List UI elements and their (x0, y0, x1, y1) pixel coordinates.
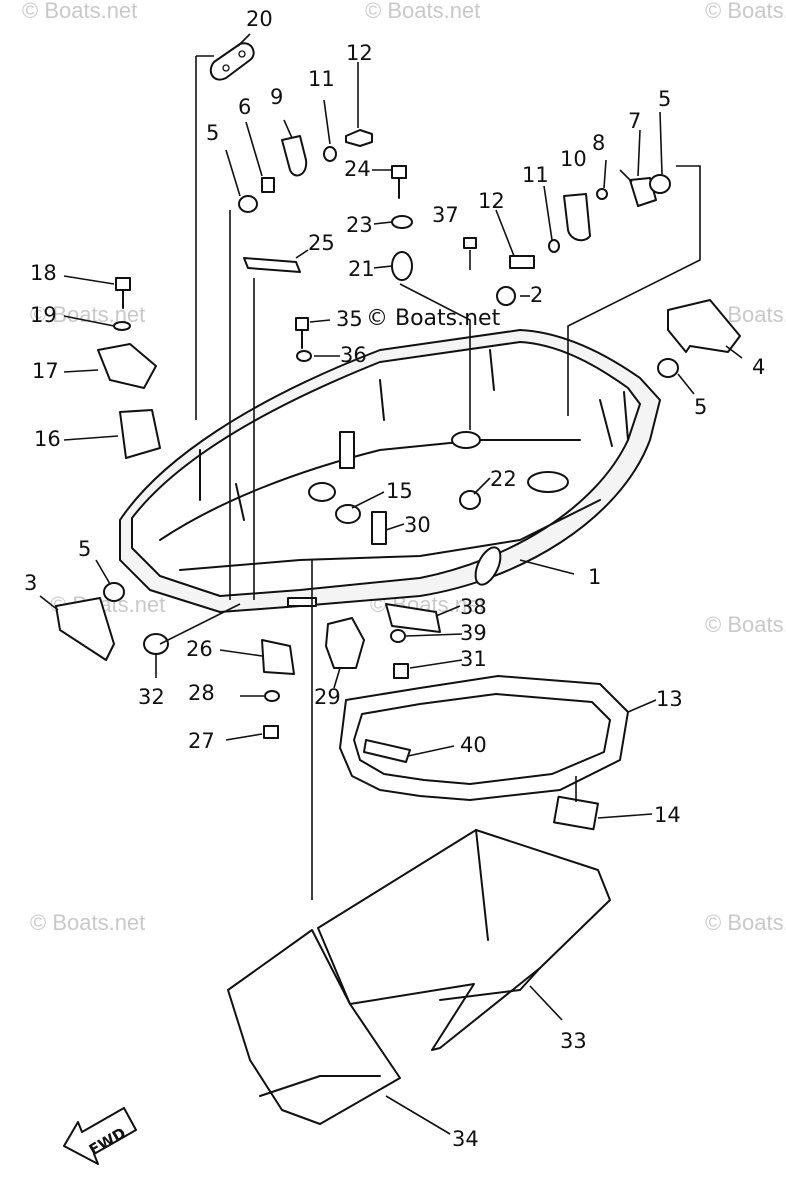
callout-22: 22 (490, 467, 517, 491)
callout-5: 5 (694, 395, 707, 419)
watermark: © Boats.net (705, 910, 786, 935)
callout-27: 27 (188, 729, 215, 753)
callout-1: 1 (588, 565, 601, 589)
callout-5: 5 (206, 121, 219, 145)
callout-21: 21 (348, 257, 375, 281)
watermark: © Boats.net (365, 0, 480, 23)
callout-11: 11 (522, 163, 549, 187)
callout-16: 16 (34, 427, 61, 451)
callout-5: 5 (658, 87, 671, 111)
callout-2: 2 (530, 283, 543, 307)
callout-19: 19 (30, 303, 57, 327)
lower-covers (227, 829, 611, 1125)
callout-30: 30 (404, 513, 431, 537)
callout-35: 35 (336, 307, 363, 331)
callout-20: 20 (246, 7, 273, 31)
callout-12: 12 (478, 189, 505, 213)
callout-40: 40 (460, 733, 487, 757)
callout-39: 39 (460, 621, 487, 645)
callout-17: 17 (32, 359, 59, 383)
watermark: © Boats.net (705, 0, 786, 23)
callouts: 20 12 11 9 6 5 5 7 8 10 11 24 23 21 25 3… (24, 7, 765, 1151)
callout-18: 18 (30, 261, 57, 285)
callout-25: 25 (308, 231, 335, 255)
callout-7: 7 (628, 109, 641, 133)
watermark: © Boats.net (22, 0, 137, 23)
callout-6: 6 (238, 95, 251, 119)
callout-38: 38 (460, 595, 487, 619)
callout-26: 26 (186, 637, 213, 661)
callout-12: 12 (346, 41, 373, 65)
callout-36: 36 (340, 343, 367, 367)
bottom-cowling (119, 329, 661, 613)
callout-11: 11 (308, 67, 335, 91)
callout-29: 29 (314, 685, 341, 709)
callout-33: 33 (560, 1029, 587, 1053)
rubber-seal (339, 675, 629, 801)
callout-24: 24 (344, 157, 371, 181)
callout-32: 32 (138, 685, 165, 709)
callout-23: 23 (346, 213, 373, 237)
callout-8: 8 (592, 131, 605, 155)
callout-15: 15 (386, 479, 413, 503)
callout-31: 31 (460, 647, 487, 671)
callout-34: 34 (452, 1127, 479, 1151)
fwd-arrow: FWD (63, 1107, 137, 1165)
leader-lines (39, 33, 743, 1135)
watermark: © Boats.net (705, 612, 786, 637)
callout-5: 5 (78, 537, 91, 561)
callout-4: 4 (752, 355, 765, 379)
callout-28: 28 (188, 681, 215, 705)
callout-10: 10 (560, 147, 587, 171)
watermark-inline: © Boats.net (366, 306, 501, 331)
small-parts (55, 42, 741, 831)
callout-37: 37 (432, 203, 459, 227)
callout-3: 3 (24, 571, 37, 595)
callout-9: 9 (270, 85, 283, 109)
callout-14: 14 (654, 803, 681, 827)
callout-13: 13 (656, 687, 683, 711)
watermark: © Boats.net (30, 910, 145, 935)
